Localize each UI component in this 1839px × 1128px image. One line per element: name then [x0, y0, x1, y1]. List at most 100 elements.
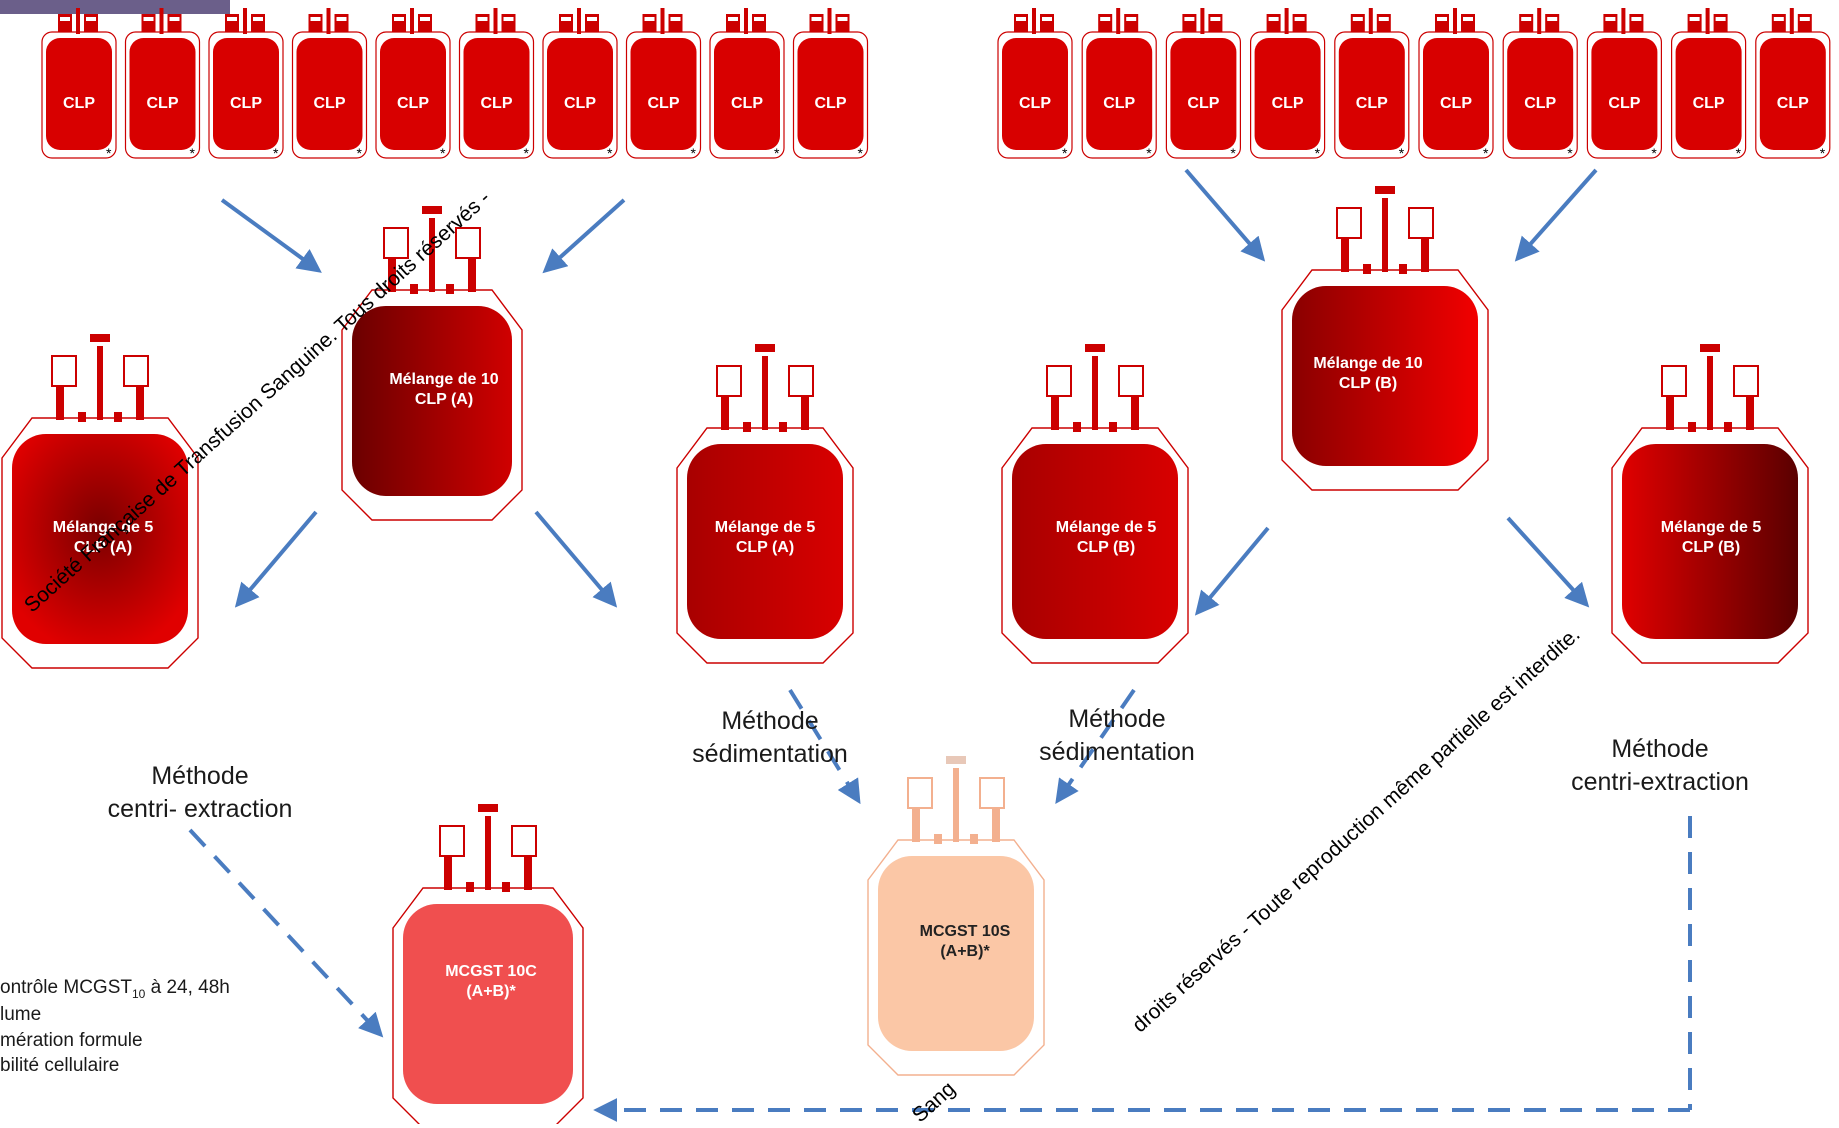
mix5-b-right-bag — [1611, 344, 1809, 664]
header-bar — [0, 0, 230, 14]
svg-text:*: * — [1651, 145, 1657, 161]
big-bags-group — [1, 186, 1809, 1124]
arrow-sed-a-to-10s — [788, 688, 861, 805]
svg-text:*: * — [273, 145, 279, 161]
svg-text:*: * — [774, 145, 780, 161]
clp-bag-label: CLP — [1524, 95, 1557, 112]
clp-bag-label: CLP — [1776, 95, 1809, 112]
clp-bag-label: CLP — [146, 95, 179, 112]
svg-text:*: * — [1736, 145, 1742, 161]
clp-bag-icon: * — [375, 8, 451, 161]
clp-bag-label: CLP — [731, 95, 763, 112]
clp-bag-icon: * — [458, 8, 535, 161]
mix5-a-left-bag — [1, 334, 199, 669]
clp-bag-label: CLP — [63, 95, 95, 112]
clp-bag-label: CLP — [397, 95, 429, 112]
svg-text:*: * — [440, 145, 446, 161]
clp-bag-label: CLP — [1355, 95, 1388, 112]
clp-bag-label: CLP — [480, 95, 513, 112]
arrows-group — [188, 168, 1692, 1122]
clp-bag-label: CLP — [1440, 95, 1472, 112]
clp-bag-icon: * — [291, 8, 368, 161]
arrow-clp-to-mix10a-right — [542, 198, 626, 274]
note-line-2: lume — [0, 1003, 42, 1025]
mcgst-10s-bag — [867, 756, 1045, 1076]
clp-bag-label: CLP — [1187, 95, 1220, 112]
arrow-clp-to-mix10b-right — [1514, 168, 1598, 262]
clp-bag-label: CLP — [313, 95, 346, 112]
arrow-sed-b-to-10s — [1055, 688, 1136, 804]
svg-text:*: * — [607, 145, 613, 161]
mix5-b-mid-bag — [1001, 344, 1189, 664]
clp-bag-icon: * — [1165, 8, 1242, 161]
svg-text:*: * — [1230, 145, 1236, 161]
mix10-b-bag — [1281, 186, 1489, 491]
clp-bag-icon: * — [709, 8, 785, 161]
clp-bag-label: CLP — [1608, 95, 1641, 112]
note-line-3: mération formule — [0, 1029, 143, 1051]
clp-bag-icon: * — [1586, 8, 1663, 161]
mix5-a-mid-bag — [676, 344, 854, 664]
arrow-clp-to-mix10a-left — [220, 198, 322, 273]
note-line-4: bilité cellulaire — [0, 1055, 120, 1077]
svg-text:*: * — [357, 145, 363, 161]
clp-bag-icon: * — [1418, 8, 1494, 161]
clp-bag-icon: * — [208, 8, 284, 161]
clp-bag-icon: * — [997, 8, 1073, 161]
clp-bag-icon: * — [1502, 8, 1578, 161]
clp-bag-icon: * — [41, 8, 117, 161]
svg-text:*: * — [1315, 145, 1321, 161]
clp-bag-icon: * — [792, 8, 869, 161]
clp-bag-icon: * — [1670, 8, 1747, 161]
mcgst-10c-bag — [392, 804, 584, 1124]
arrow-mix10a-to-mix5a-left — [234, 510, 318, 608]
arrow-mix10b-to-mix5b-mid — [1194, 526, 1270, 616]
svg-text:*: * — [190, 145, 196, 161]
clp-bag-label: CLP — [1271, 95, 1304, 112]
top-bags-group: * * * * * * * * * * * * * * * * * * * * — [41, 8, 1831, 161]
arrow-centri-left-to-10c — [188, 828, 384, 1038]
svg-text:*: * — [1483, 145, 1489, 161]
clp-bag-icon: * — [1334, 8, 1410, 161]
clp-bag-icon: * — [542, 8, 618, 161]
clp-bag-label: CLP — [1692, 95, 1725, 112]
clp-bag-icon: * — [124, 8, 201, 161]
svg-text:*: * — [1062, 145, 1068, 161]
svg-text:*: * — [1146, 145, 1152, 161]
svg-text:*: * — [858, 145, 864, 161]
clp-bag-label: CLP — [1103, 95, 1136, 112]
clp-bag-icon: * — [1249, 8, 1326, 161]
clp-bag-label: CLP — [647, 95, 680, 112]
arrow-mix10a-to-mix5a-mid — [534, 510, 618, 608]
arrow-clp-to-mix10b-left — [1184, 168, 1266, 262]
control-note: ontrôle MCGST10 à 24, 48h lume mération … — [0, 975, 230, 1079]
clp-bag-label: CLP — [564, 95, 596, 112]
clp-bag-icon: * — [1755, 8, 1831, 161]
arrow-mix10b-to-mix5b-right — [1506, 516, 1590, 608]
svg-text:*: * — [106, 145, 112, 161]
clp-bag-label: CLP — [230, 95, 262, 112]
svg-text:*: * — [1567, 145, 1573, 161]
svg-text:*: * — [1820, 145, 1826, 161]
svg-text:*: * — [524, 145, 530, 161]
note-line-1: ontrôle MCGST10 à 24, 48h — [0, 977, 230, 1001]
clp-bag-label: CLP — [1019, 95, 1051, 112]
svg-text:*: * — [1399, 145, 1405, 161]
mcgst-10s-label: MCGST 10S(A+B)* — [919, 923, 1011, 960]
mix10-a-bag — [341, 206, 523, 521]
clp-bag-icon: * — [625, 8, 702, 161]
mcgst-10c-label: MCGST 10C(A+B)* — [445, 963, 537, 1000]
clp-bag-icon: * — [1081, 8, 1157, 161]
clp-bag-label: CLP — [814, 95, 847, 112]
